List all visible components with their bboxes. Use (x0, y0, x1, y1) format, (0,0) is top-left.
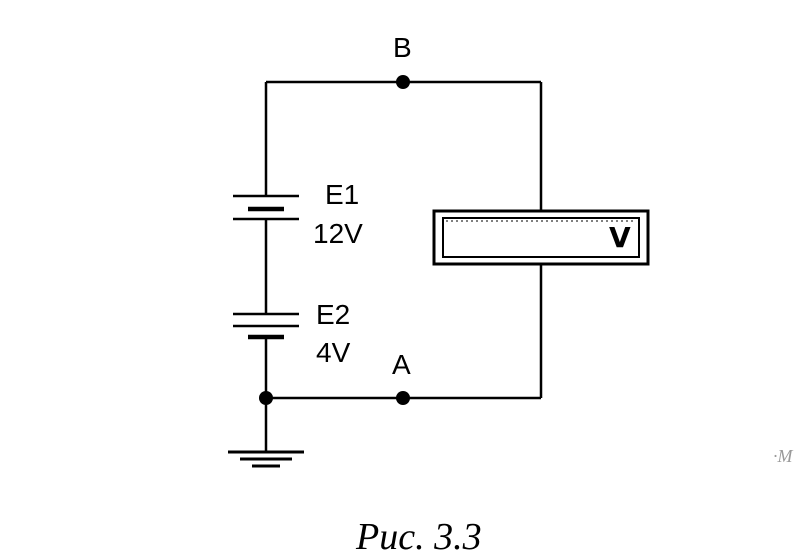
voltmeter: V (432, 209, 650, 266)
junction-ground-dot (259, 391, 273, 405)
voltmeter-unit: V (609, 221, 631, 254)
battery-e2-value: 4V (316, 337, 351, 368)
edge-fragment: ·M (773, 446, 794, 466)
node-a-label: A (392, 349, 411, 380)
battery-e1-value: 12V (313, 218, 363, 249)
battery-e1-name: E1 (325, 179, 359, 210)
battery-e1-symbol (233, 194, 299, 221)
ground-icon (228, 450, 304, 468)
node-b-label: B (393, 32, 412, 63)
battery-e2-name: E2 (316, 299, 350, 330)
node-a-dot (396, 391, 410, 405)
figure-caption: Рис. 3.3 (355, 516, 482, 558)
battery-e2-symbol (233, 312, 299, 340)
node-b-dot (396, 75, 410, 89)
